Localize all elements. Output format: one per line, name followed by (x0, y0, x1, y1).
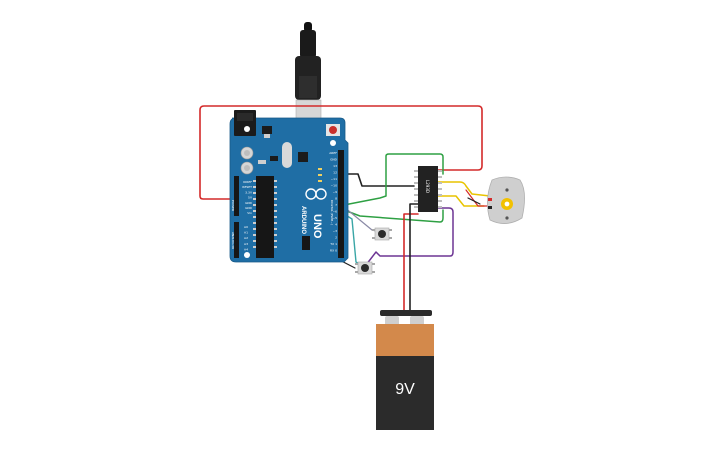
battery-label: 9V (395, 381, 415, 398)
chip-label: L293D (425, 180, 430, 193)
pin-label: 3.3V (245, 190, 253, 194)
pin-label: A2 (244, 236, 248, 240)
digital-header[interactable] (338, 150, 344, 258)
section-power-label: POWER (231, 200, 235, 211)
pin-label: IOREF (243, 180, 252, 184)
section-analog-label: ANALOG IN (231, 232, 235, 249)
pin-label: ~6 (333, 210, 338, 214)
pin-label: 8 (335, 197, 337, 201)
wire-battery-red[interactable] (403, 213, 419, 311)
section-digital-label: DIGITAL (PWM~) (330, 200, 334, 225)
pin-label: 5V (248, 196, 253, 200)
dc-motor[interactable] (487, 176, 525, 224)
motor-driver-chip[interactable]: L293D (414, 166, 442, 212)
motor-terminal (488, 206, 492, 209)
push-button-2[interactable] (355, 261, 375, 275)
wire-green-upper[interactable] (343, 153, 444, 206)
pin-label: A4 (244, 247, 248, 251)
pin-label: A3 (244, 242, 248, 246)
pin-label: A1 (244, 231, 248, 235)
battery-terminal-negative (410, 316, 424, 326)
brand-text: ARDUINO (300, 206, 306, 234)
wire-yellow-2[interactable] (437, 195, 485, 207)
pin-label: RX 0 (330, 249, 337, 253)
pin-label: A5 (244, 253, 248, 257)
pin-label: 2 (335, 236, 337, 240)
pin-label: GND (245, 206, 253, 210)
mounting-hole (330, 140, 336, 146)
pin-label: GND (245, 201, 253, 205)
pin-label: ~11 (331, 177, 337, 181)
pin-label: ~9 (333, 190, 338, 194)
digital-pin-labels: AREF GND 13 12 ~11 ~10 ~9 8 7 ~6 ~5 4 ~3 2 TX 1 RX 0 (329, 151, 337, 253)
wire-purple[interactable] (365, 207, 454, 266)
battery-9v[interactable]: 9V (376, 310, 434, 430)
pin-label: 4 (335, 223, 337, 227)
crystal (282, 142, 292, 168)
pin-label: AREF (329, 151, 337, 155)
wire-red-motor[interactable] (465, 189, 489, 207)
wire-red-5v[interactable] (199, 105, 483, 200)
pin-label: ~3 (333, 229, 338, 233)
arduino-logo (305, 188, 327, 200)
model-text: UNO (311, 214, 323, 239)
motor-terminal (488, 198, 492, 201)
pin-label: TX 1 (329, 242, 337, 246)
wire-battery-black[interactable] (409, 203, 419, 311)
wire-yellow-1[interactable] (437, 181, 491, 197)
arduino-uno-board[interactable]: ARDUINO UNO DIGITAL (PWM~) POWER ANALOG … (229, 110, 349, 263)
pin-label: RESET (242, 185, 252, 189)
mounting-hole (244, 126, 250, 132)
analog-header[interactable] (234, 222, 239, 258)
push-button-1[interactable] (372, 227, 392, 241)
wire-green-lower[interactable] (343, 209, 444, 223)
power-header[interactable] (234, 176, 239, 216)
pin-label: 7 (335, 203, 337, 207)
mounting-hole (244, 252, 250, 258)
pin-label: A0 (244, 225, 248, 229)
pin-label: Vin (247, 211, 252, 215)
wire-black-signal[interactable] (343, 173, 415, 187)
pin-label: 13 (333, 164, 337, 168)
pin-label: ~5 (333, 216, 338, 220)
pin-label: GND (330, 158, 338, 162)
wire-gray[interactable] (343, 206, 381, 233)
wire-black-motor[interactable] (467, 197, 481, 205)
pin-label: ~10 (331, 184, 337, 188)
battery-terminal-positive (385, 316, 399, 326)
pin-label: 12 (333, 171, 337, 175)
atmega-chip (256, 176, 274, 258)
